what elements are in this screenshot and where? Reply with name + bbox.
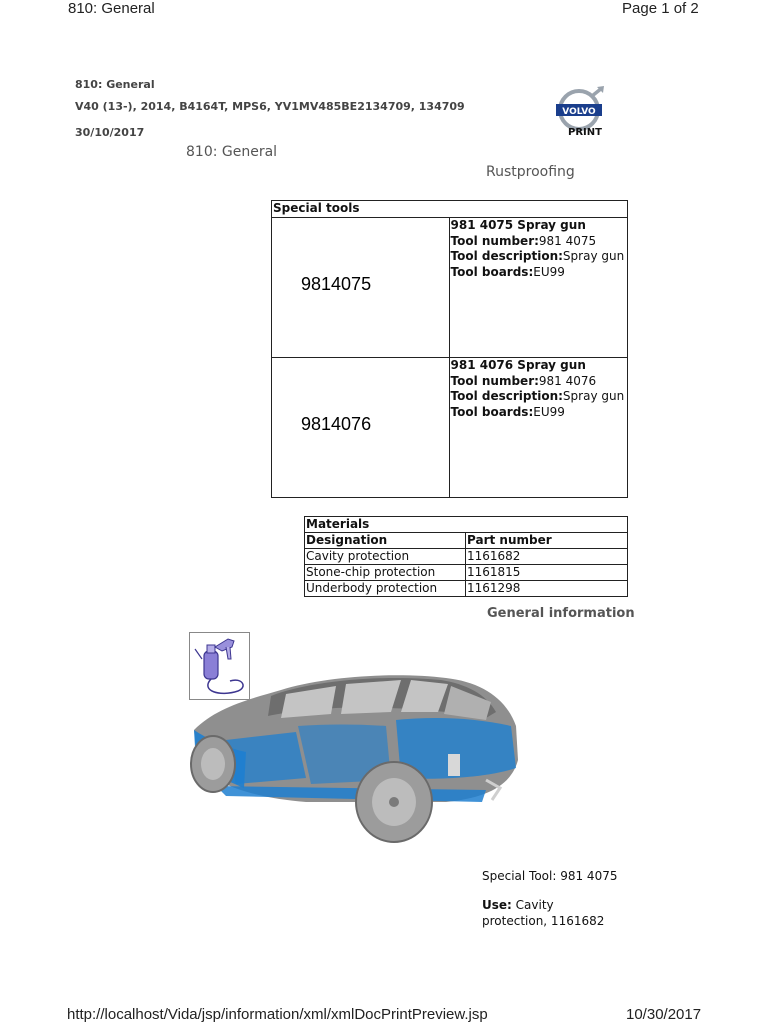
special-tool-caption: Special Tool: 981 4075 — [482, 869, 618, 883]
tool-description-cell: 981 4076 Spray gun Tool number:981 4076 … — [448, 357, 628, 498]
materials-header-part-number: Part number — [465, 532, 628, 549]
tool-desc: Spray gun — [562, 249, 625, 263]
car-illustration-icon — [190, 675, 518, 843]
footer-url: http://localhost/Vida/jsp/information/xm… — [67, 1006, 488, 1023]
meta-date: 30/10/2017 — [75, 126, 145, 139]
tool-boards-label: Tool boards: — [450, 404, 534, 419]
general-information-heading: General information — [487, 606, 635, 621]
tool-boards: EU99 — [533, 404, 565, 419]
print-header-title: 810: General — [68, 0, 155, 17]
tool-number: 981 4076 — [538, 373, 597, 388]
spray-gun-icon — [194, 638, 244, 695]
special-tools-table: Special tools 9814075 981 4075 Spray gun… — [271, 200, 628, 498]
print-page-number: Page 1 of 2 — [622, 0, 699, 17]
print-label: PRINT — [568, 127, 602, 138]
tool-image-cell: 9814076 — [271, 357, 450, 498]
meta-vehicle: V40 (13-), 2014, B4164T, MPS6, YV1MV485B… — [75, 100, 465, 113]
section-title: 810: General — [186, 144, 278, 160]
tool-number: 981 4075 — [538, 233, 597, 248]
tool-desc-label: Tool description: — [450, 389, 563, 403]
material-designation: Underbody protection — [304, 580, 466, 597]
table-row: 9814076 981 4076 Spray gun Tool number:9… — [271, 357, 628, 498]
material-designation: Stone-chip protection — [304, 564, 466, 581]
table-row: 9814075 981 4075 Spray gun Tool number:9… — [271, 217, 628, 358]
table-row: Stone-chip protection 1161815 — [304, 564, 628, 581]
materials-title: Materials — [304, 516, 628, 533]
material-part-number: 1161298 — [465, 580, 628, 597]
tool-name: 981 4075 Spray gun — [450, 218, 586, 232]
material-part-number: 1161682 — [465, 548, 628, 565]
sub-title: Rustproofing — [486, 164, 575, 180]
tool-number-label: Tool number: — [450, 233, 539, 248]
table-divider — [405, 217, 449, 218]
footer-date: 10/30/2017 — [626, 1006, 702, 1023]
logo-brand-text: VOLVO — [562, 107, 596, 117]
tool-desc: Spray gun — [562, 389, 625, 403]
use-label: Use: — [482, 898, 512, 912]
tool-name: 981 4076 Spray gun — [450, 358, 586, 372]
volvo-logo-icon: VOLVO — [556, 86, 604, 131]
table-row: Cavity protection 1161682 — [304, 548, 628, 565]
tool-image-label: 9814075 — [301, 274, 372, 294]
meta-section: 810: General — [75, 78, 155, 91]
materials-table: Materials Designation Part number Cavity… — [304, 516, 628, 597]
tool-desc-label: Tool description: — [450, 249, 563, 263]
table-row: Underbody protection 1161298 — [304, 580, 628, 597]
tool-description-cell: 981 4075 Spray gun Tool number:981 4075 … — [448, 217, 628, 358]
material-designation: Cavity protection — [304, 548, 466, 565]
tool-boards-label: Tool boards: — [450, 264, 534, 279]
materials-header-designation: Designation — [304, 532, 466, 549]
table-divider — [405, 357, 449, 358]
tool-boards: EU99 — [533, 264, 565, 279]
tool-number-label: Tool number: — [450, 373, 539, 388]
tool-image-cell: 9814075 — [271, 217, 450, 358]
special-tools-header: Special tools — [271, 200, 628, 218]
tool-image-label: 9814076 — [301, 414, 372, 434]
material-part-number: 1161815 — [465, 564, 628, 581]
spray-gun-thumbnail — [189, 632, 250, 700]
use-caption: Use: Cavity protection, 1161682 — [482, 897, 622, 929]
use-text: Cavity protection, 1161682 — [482, 898, 605, 928]
